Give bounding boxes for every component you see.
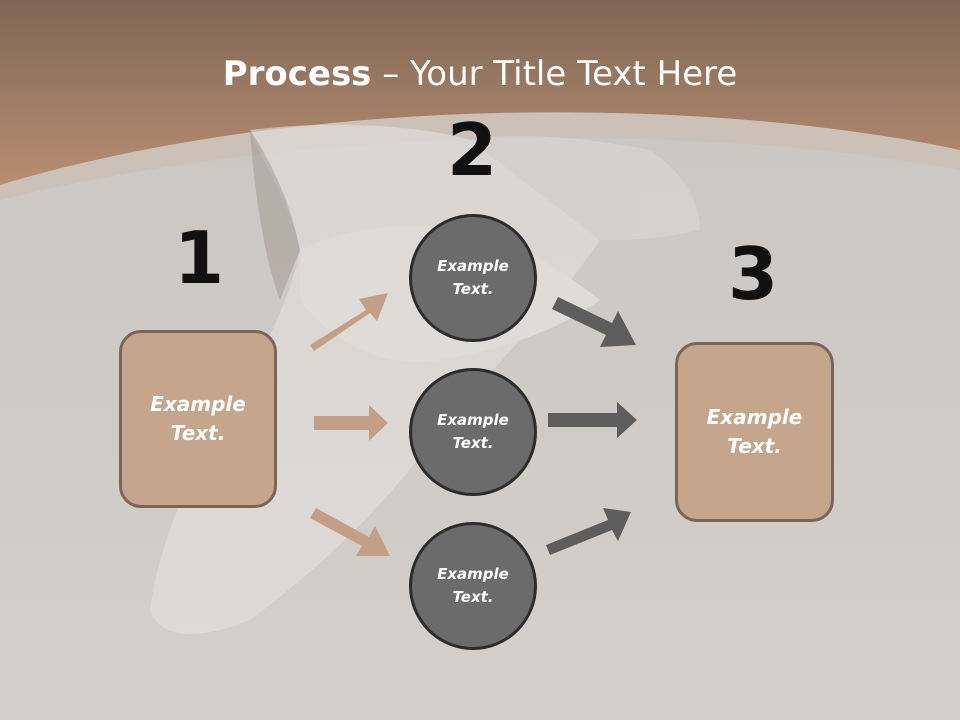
step-number-1: 1: [173, 216, 225, 300]
left-box: Example Text.: [119, 330, 277, 508]
right-box-text: Example Text.: [706, 405, 803, 458]
left-box-text: Example Text.: [150, 392, 246, 445]
step-number-2: 2: [446, 108, 498, 192]
circle-top-text: Example Text.: [437, 257, 509, 298]
arrow-left-down: [310, 508, 390, 556]
right-box: Example Text.: [675, 342, 834, 522]
step-number-3: 3: [727, 232, 779, 316]
circle-middle: Example Text.: [409, 368, 537, 496]
arrow-left-middle: [314, 405, 388, 441]
circle-bottom: Example Text.: [409, 522, 537, 650]
arrow-right-middle: [548, 402, 637, 438]
arrow-right-down: [552, 297, 636, 347]
circle-middle-text: Example Text.: [437, 411, 509, 452]
title-rest: – Your Title Text Here: [371, 54, 738, 94]
arrow-left-up: [310, 293, 388, 351]
arrow-right-up: [546, 508, 631, 555]
slide-title: Process – Your Title Text Here: [0, 52, 960, 96]
title-bold: Process: [222, 54, 372, 94]
circle-bottom-text: Example Text.: [437, 565, 509, 606]
circle-top: Example Text.: [409, 214, 537, 342]
